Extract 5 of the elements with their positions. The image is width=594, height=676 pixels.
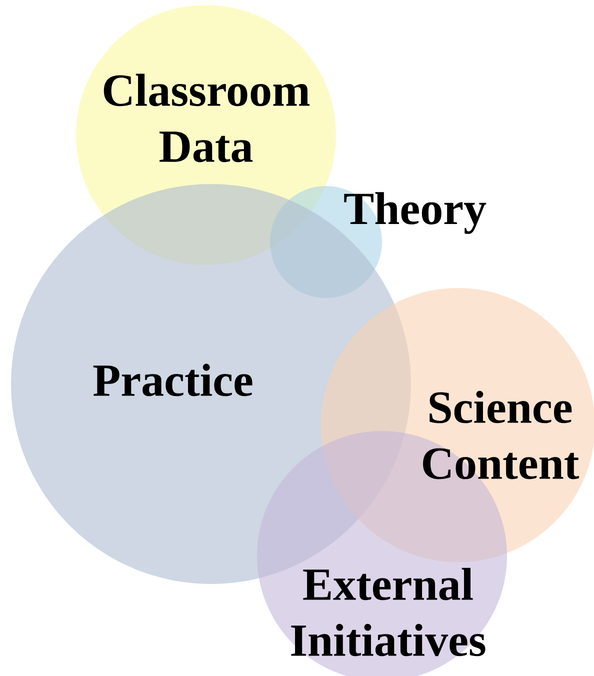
circle-label: Classroom Data — [104, 74, 310, 162]
circle-label: Science Content — [423, 390, 579, 480]
circle-label: Practice — [93, 364, 252, 396]
circle-label: Theory — [344, 192, 486, 234]
circle-label: External Initiatives — [291, 568, 486, 656]
